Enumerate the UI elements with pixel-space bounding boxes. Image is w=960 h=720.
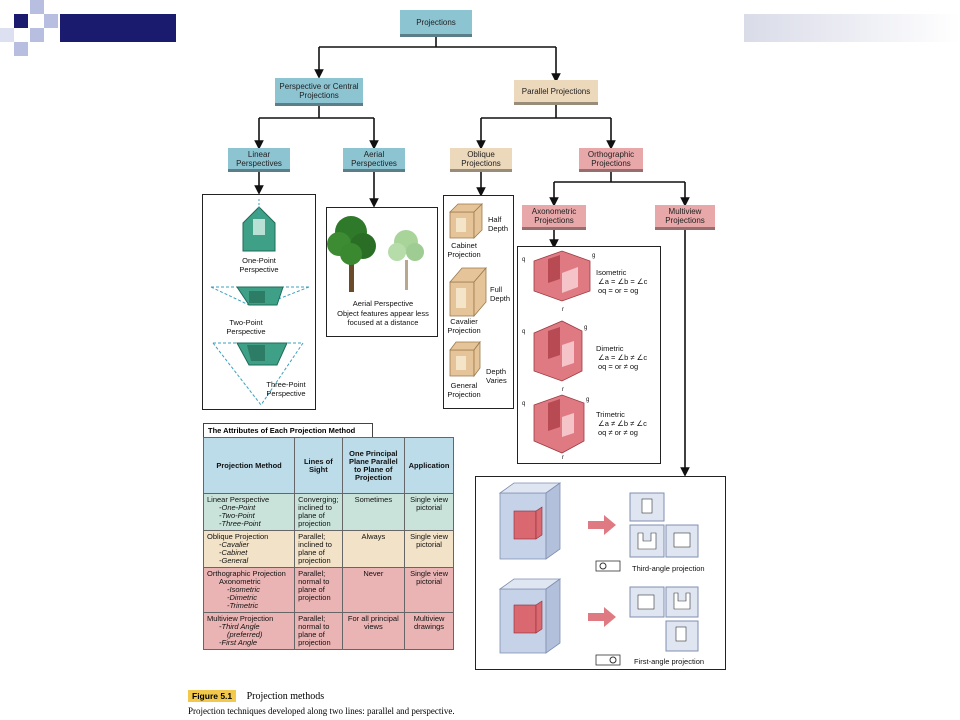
dimetric-eq2: oq = or ≠ og [598,362,639,371]
slide-deco-square [30,0,44,14]
depth-varies-label: Depth Varies [486,367,507,385]
node-aerial: Aerial Perspectives [343,148,405,172]
perspective-illustrations [210,199,310,406]
cavalier-label: Cavalier Projection [447,317,481,335]
table-cell-method: Oblique Projection-Cavalier-Cabinet-Gene… [202,530,296,568]
node-axonometric: Axonometric Projections [522,205,586,230]
half-depth-label: Half Depth [488,215,509,233]
slide-deco-square [0,28,14,42]
axis-r-label: r [562,387,564,393]
table-header: Projection Method [202,437,296,494]
two-point-label: Two-Point Perspective [226,318,266,336]
dimetric-label: Dimetric [596,344,624,353]
node-orthographic: Orthographic Projections [579,148,643,172]
linear-perspective-panel: One-Point Perspective Two-Point Perspect… [202,194,316,410]
slide-deco-square [14,14,28,28]
full-depth-label: Full Depth [490,285,511,303]
attributes-table-title-box: The Attributes of Each Projection Method [203,423,373,437]
table-row: Oblique Projection-Cavalier-Cabinet-Gene… [202,530,454,568]
axonometric-blocks-illustration: q g r q g r q g r [522,250,595,461]
trees-illustration [327,216,424,292]
node-perspective-central: Perspective or Central Projections [275,78,363,106]
table-cell-sight: Parallel; normal to plane of projection [294,567,343,613]
three-point-label: Three-Point Perspective [266,380,306,398]
slide-deco-gradient [744,14,960,42]
node-parallel: Parallel Projections [514,80,598,105]
figure-number: Figure 5.1 [188,690,237,702]
oblique-blocks-illustration [449,203,487,378]
table-cell-method: Linear Perspective-One-Point-Two-Point-T… [202,493,296,531]
table-cell-sight: Parallel; normal to plane of projection [294,612,343,650]
table-cell-application: Multiview drawings [404,612,454,650]
isometric-eq1: ∠a = ∠b = ∠c [598,277,648,286]
axis-r-label: r [562,307,564,313]
table-cell-plane: Sometimes [341,493,406,531]
axis-q-label: q [522,329,525,335]
slide-deco-square [14,42,28,56]
axis-g-label: g [592,253,595,259]
table-cell-plane: Always [341,530,406,568]
table-header-row: Projection Method Lines of Sight One Pri… [202,437,454,494]
first-angle-label: First-angle projection [634,657,705,666]
slide-deco-square [44,14,58,28]
multiview-illustration [498,482,699,666]
table-header: Lines of Sight [294,437,343,494]
node-multiview: Multiview Projections [655,205,715,230]
oblique-projection-panel: Half Depth Cabinet Projection Full Depth… [443,195,514,409]
trimetric-eq2: oq ≠ or ≠ og [598,428,638,437]
table-cell-method: Multiview Projection-Third Angle(preferr… [202,612,296,650]
table-row: Linear Perspective-One-Point-Two-Point-T… [202,493,454,531]
isometric-label: Isometric [596,268,627,277]
attributes-table: Projection Method Lines of Sight One Pri… [202,437,454,650]
slide-deco-bar [60,14,176,42]
node-linear: Linear Perspectives [228,148,290,172]
isometric-eq2: oq = or = og [598,286,639,295]
figure-title: Projection methods [246,691,325,702]
axis-g-label: g [584,325,587,331]
table-cell-plane: Never [341,567,406,613]
table-cell-plane: For all principal views [341,612,406,650]
table-cell-application: Single view pictorial [404,493,454,531]
cabinet-label: Cabinet Projection [447,241,481,259]
table-cell-sight: Converging; inclined to plane of project… [294,493,343,531]
third-angle-label: Third-angle projection [632,564,705,573]
node-oblique: Oblique Projections [450,148,512,172]
axis-q-label: q [522,257,525,263]
slide-deco-square [30,28,44,42]
table-header: Application [404,437,454,494]
dimetric-eq1: ∠a = ∠b ≠ ∠c [598,353,648,362]
table-cell-application: Single view pictorial [404,567,454,613]
node-projections: Projections [400,10,472,37]
trimetric-label: Trimetric [596,410,625,419]
figure-description: Projection techniques developed along tw… [188,706,455,716]
figure-caption: Figure 5.1 Projection methods Projection… [188,686,708,716]
table-header: One Principal Plane Parallel to Plane of… [341,437,406,494]
aerial-description: Object features appear less focused at a… [337,309,429,327]
table-cell-application: Single view pictorial [404,530,454,568]
axis-g-label: g [586,397,589,403]
multiview-panel: Third-angle projection First-angle proje… [475,476,726,670]
aerial-perspective-panel: Aerial Perspective Object features appea… [326,207,438,337]
axonometric-panel: q g r q g r q g r Isometric ∠a = ∠b = ∠c… [517,246,661,464]
one-point-label: One-Point Perspective [239,256,279,274]
attributes-table-title: The Attributes of Each Projection Method [208,426,356,435]
trimetric-eq1: ∠a ≠ ∠b ≠ ∠c [598,419,647,428]
axis-r-label: r [562,455,564,461]
aerial-title: Aerial Perspective [352,299,414,308]
axis-q-label: q [522,401,525,407]
table-row: Multiview Projection-Third Angle(preferr… [202,612,454,650]
table-cell-sight: Parallel; inclined to plane of projectio… [294,530,343,568]
general-label: General Projection [447,381,481,399]
